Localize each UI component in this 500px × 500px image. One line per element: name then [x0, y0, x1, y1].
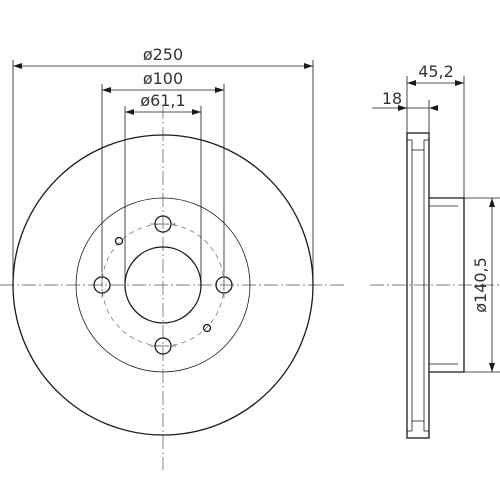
side-view: 45,2 18 ø140,5: [370, 62, 500, 439]
hub-ring: [75, 197, 251, 373]
center-bore-dimension: ø61,1: [124, 91, 202, 285]
bolt-circle-label: ø100: [143, 69, 183, 88]
center-bore-label: ø61,1: [140, 91, 185, 110]
outer-diameter-dimension: ø250: [12, 45, 314, 285]
hat-diameter-label: ø140,5: [471, 257, 490, 313]
locating-hole-upper-left: [114, 236, 124, 246]
total-height-label: 45,2: [418, 62, 454, 81]
outer-diameter-label: ø250: [143, 45, 183, 64]
hat-diameter-dimension: ø140,5: [464, 197, 500, 373]
locating-hole-lower-right: [202, 323, 212, 333]
front-view: ø250 ø100 ø61,1: [0, 45, 345, 470]
disc-section: [406, 132, 430, 439]
disc-thickness-dimension: 18: [372, 89, 438, 133]
bolt-circle-dimension: ø100: [101, 69, 225, 272]
disc-thickness-label: 18: [382, 89, 402, 108]
total-height-dimension: 45,2: [406, 62, 465, 198]
hat-section: [429, 197, 465, 373]
